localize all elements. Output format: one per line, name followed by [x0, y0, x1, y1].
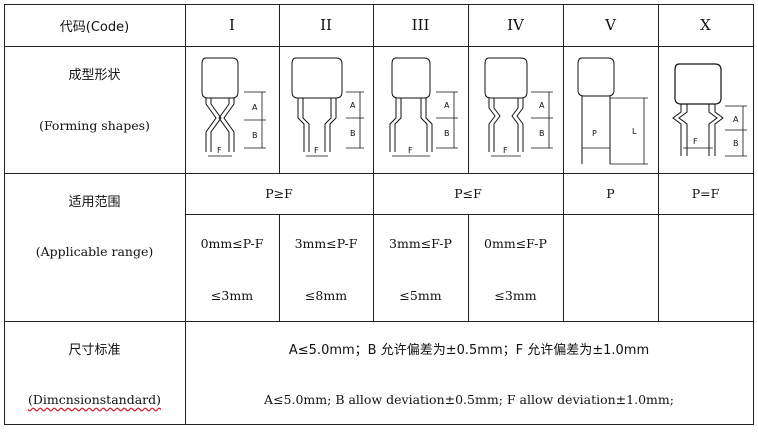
- shape-x-b-label: B: [733, 139, 739, 148]
- col-divider-3: [373, 4, 374, 321]
- dim-row-left: [4, 321, 5, 425]
- shape-ii-f-label: F: [314, 146, 319, 155]
- shape-iii-f-label: F: [408, 146, 413, 155]
- shape-iv-a-label: A: [539, 101, 545, 110]
- range-iii-line1: 3mm≤F-P: [389, 235, 452, 251]
- border-top: [4, 4, 754, 5]
- applicable-label-cn: 适用范围: [68, 194, 121, 210]
- code-x: X: [700, 16, 711, 34]
- forming-shape-ii-diagram: A B F: [291, 57, 364, 157]
- shape-iii-a-label: A: [444, 101, 450, 110]
- col-divider-4b: [468, 214, 469, 321]
- range-iv-line2: ≤3mm: [494, 287, 537, 303]
- applicable-group-p-le-f: P≤F: [454, 186, 482, 201]
- range-i-line1: 0mm≤P-F: [200, 235, 264, 251]
- code-i: I: [229, 16, 235, 34]
- forming-shape-i-diagram: A B F: [201, 57, 266, 157]
- code-ii: II: [320, 16, 332, 34]
- dimension-label-en: (Dimcnsionstandard): [4, 386, 185, 412]
- forming-label-cn: 成型形状: [68, 67, 121, 83]
- shape-x-a-label: A: [733, 115, 739, 124]
- forming-spec-table: 代码(Code) I II III IV V X 成型形状 (Forming s…: [4, 4, 754, 428]
- forming-shape-x-diagram: A B F: [672, 63, 747, 157]
- code-v: V: [605, 16, 616, 34]
- range-iv-line1: 0mm≤F-P: [484, 235, 547, 251]
- col-divider-1: [185, 4, 186, 322]
- shape-iii-b-label: B: [444, 129, 450, 138]
- shape-ii-a-label: A: [350, 101, 356, 110]
- forming-shape-iv-diagram: A B F: [484, 57, 553, 157]
- range-iii-line2: ≤5mm: [399, 287, 442, 303]
- dimension-label-cn: 尺寸标准: [68, 342, 121, 358]
- row-divider-2: [4, 173, 754, 174]
- code-iii: III: [411, 16, 430, 34]
- range-ii-line1: 3mm≤P-F: [294, 235, 358, 251]
- applicable-label-en: (Applicable range): [35, 243, 154, 259]
- shape-i-a-label: A: [252, 103, 258, 112]
- border-right: [753, 4, 754, 322]
- col-divider-2: [279, 4, 280, 173]
- border-left: [4, 4, 5, 322]
- col-divider-4: [468, 4, 469, 173]
- shape-i-b-label: B: [252, 131, 258, 140]
- forming-shape-iii-diagram: A B F: [389, 57, 458, 157]
- dimension-text-cn: A≤5.0mm；B 允许偏差为±0.5mm；F 允许偏差为±1.0mm: [288, 342, 650, 358]
- dim-row-right: [753, 321, 754, 425]
- range-ii-line2: ≤8mm: [304, 287, 348, 303]
- dim-row-bottom: [4, 424, 754, 425]
- dim-row-divider: [185, 321, 186, 425]
- code-iv: IV: [507, 16, 524, 34]
- col-divider-5: [563, 4, 564, 321]
- col-divider-6: [658, 4, 659, 321]
- row-divider-3: [185, 214, 754, 215]
- applicable-group-p: P: [606, 186, 615, 201]
- shape-iv-b-label: B: [539, 129, 545, 138]
- dimension-text-en: A≤5.0mm; B allow deviation±0.5mm; F allo…: [264, 391, 674, 407]
- shape-v-l-label: L: [632, 127, 637, 136]
- range-i-line2: ≤3mm: [210, 287, 254, 303]
- row-divider-4: [4, 321, 754, 322]
- shape-i-f-label: F: [217, 146, 222, 155]
- col-divider-2b: [279, 214, 280, 321]
- row-divider-1: [4, 46, 754, 47]
- shape-ii-b-label: B: [350, 129, 356, 138]
- shape-x-f-label: F: [693, 137, 698, 146]
- shape-iv-f-label: F: [503, 146, 508, 155]
- forming-shape-v-diagram: P L: [577, 57, 648, 165]
- shape-v-p-label: P: [592, 129, 597, 138]
- code-header-label: 代码(Code): [59, 19, 130, 35]
- applicable-group-p-ge-f: P≥F: [265, 186, 293, 201]
- dimension-label-en-text: (Dimcnsionstandard): [27, 391, 162, 407]
- applicable-group-p-eq-f: P=F: [691, 186, 720, 201]
- forming-label-en: (Forming shapes): [39, 117, 150, 133]
